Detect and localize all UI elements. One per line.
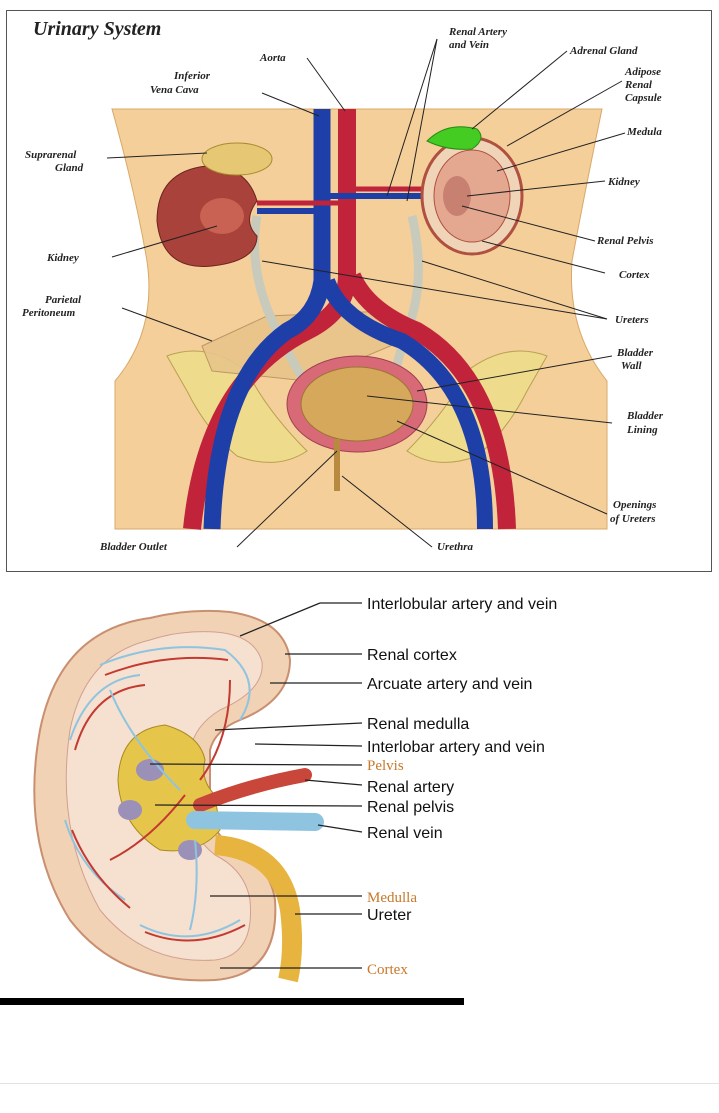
label-renal-vein: Renal vein	[367, 825, 443, 842]
label-urethra: Urethra	[437, 541, 474, 553]
vena-cava-branch-right	[319, 277, 493, 530]
kidney-left-highlight	[200, 198, 244, 234]
bladder-lining-shape	[300, 366, 414, 442]
label-parietal-1: Parietal	[45, 294, 82, 306]
aorta-branch-right	[343, 272, 516, 530]
label-pelvis: Pelvis	[367, 758, 404, 774]
renal-artery-shape	[193, 768, 312, 812]
vena-cava-vessel	[203, 109, 331, 530]
label-openings-1: Openings	[613, 499, 656, 511]
papilla-2	[118, 800, 142, 820]
papilla-1	[136, 759, 164, 781]
label-renal-cortex: Renal cortex	[367, 647, 457, 664]
kidney-right-cortex	[433, 149, 511, 243]
label-suprarenal-2: Gland	[55, 162, 84, 174]
kidney-cross-section-diagram: Interlobular artery and vein Renal corte…	[33, 596, 557, 983]
label-interlobar: Interlobar artery and vein	[367, 739, 545, 756]
label-bladder-lining-2: Lining	[626, 424, 658, 436]
label-renal-artery-2: and Vein	[449, 39, 489, 51]
urinary-system-panel: Urinary System Aorta Inferior Vena Cava …	[6, 10, 712, 572]
label-bladder-outlet: Bladder Outlet	[99, 541, 168, 553]
label-aorta: Aorta	[259, 52, 286, 64]
label-ivc-2: Vena Cava	[150, 84, 199, 96]
label-medula: Medula	[626, 126, 662, 138]
label-bladder-wall-1: Bladder	[616, 347, 654, 359]
separator-bar	[0, 998, 464, 1005]
label-renal-artery-1: Renal Artery	[448, 26, 507, 38]
kidney-leader-lines	[149, 602, 363, 969]
label-suprarenal-1: Suprarenal	[25, 149, 77, 161]
label-ureter: Ureter	[367, 907, 412, 924]
diagram-title: Urinary System	[33, 18, 161, 40]
label-openings-2: of Ureters	[610, 513, 656, 525]
ureter-shape	[213, 835, 303, 983]
papilla-3	[178, 840, 202, 860]
renal-vein-shape	[186, 811, 324, 831]
adrenal-gland-shape	[426, 126, 482, 150]
label-medulla: Medulla	[367, 890, 417, 906]
leader-lines	[106, 38, 626, 548]
label-cortex: Cortex	[619, 269, 650, 281]
label-parietal-2: Peritoneum	[22, 307, 76, 319]
vessel-network	[64, 646, 251, 942]
label-ureters: Ureters	[615, 314, 649, 326]
label-adipose-1: Adipose	[624, 66, 661, 78]
label-renal-pelvis: Renal Pelvis	[596, 235, 654, 247]
label-adipose-3: Capsule	[625, 92, 662, 104]
label-kidney-left: Kidney	[46, 252, 79, 264]
label-arcuate: Arcuate artery and vein	[367, 676, 532, 693]
urinary-system-diagram: Urinary System Aorta Inferior Vena Cava …	[22, 18, 664, 553]
label-adipose-2: Renal	[624, 79, 653, 91]
label-kidney-right: Kidney	[607, 176, 640, 188]
suprarenal-gland-shape	[201, 142, 273, 176]
footer-divider	[0, 1083, 719, 1084]
kidney-right-pelvis	[443, 176, 471, 216]
label-renal-artery: Renal artery	[367, 779, 454, 796]
label-ivc-1: Inferior	[173, 70, 211, 82]
label-renal-pelvis: Renal pelvis	[367, 799, 454, 816]
label-cortex-bottom: Cortex	[367, 962, 408, 978]
label-bladder-lining-1: Bladder	[626, 410, 664, 422]
label-interlobular: Interlobular artery and vein	[367, 596, 557, 613]
label-renal-medulla: Renal medulla	[367, 716, 469, 733]
label-adrenal-gland: Adrenal Gland	[569, 45, 638, 57]
label-bladder-wall-2: Wall	[621, 360, 643, 372]
